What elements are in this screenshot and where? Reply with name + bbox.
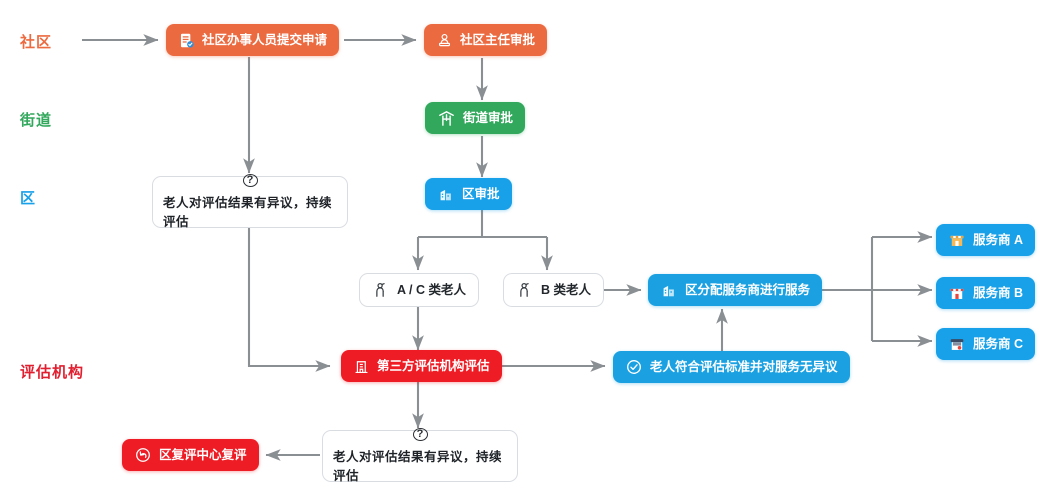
question-icon: ? bbox=[412, 428, 428, 441]
node-review-center[interactable]: 区复评中心复评 bbox=[122, 439, 259, 471]
node-label: A / C 类老人 bbox=[397, 282, 466, 297]
node-provider-b[interactable]: 服务商 B bbox=[936, 277, 1036, 309]
node-label: 区分配服务商进行服务 bbox=[685, 282, 811, 297]
node-assign-service-provider[interactable]: 区分配服务商进行服务 bbox=[648, 274, 823, 306]
elderly-icon bbox=[516, 281, 534, 299]
note-objection-top: ? 老人对评估结果有异议，持续评估 bbox=[152, 174, 348, 229]
lane-label-street: 街道 bbox=[20, 112, 53, 129]
note-objection-bottom: ? 老人对评估结果有异议，持续评估 bbox=[322, 428, 518, 483]
node-elder-category-ac[interactable]: A / C 类老人 bbox=[359, 273, 479, 307]
node-label: 街道审批 bbox=[463, 110, 514, 125]
node-director-approval[interactable]: 社区主任审批 bbox=[424, 24, 548, 56]
node-district-approval[interactable]: 区审批 bbox=[425, 178, 512, 210]
node-label: 第三方评估机构评估 bbox=[377, 358, 490, 373]
node-label: 区复评中心复评 bbox=[159, 447, 247, 462]
stamp-icon bbox=[436, 32, 453, 49]
node-elder-qualified[interactable]: 老人符合评估标准并对服务无异议 bbox=[613, 351, 850, 383]
building-icon bbox=[437, 185, 455, 203]
node-label: 区审批 bbox=[462, 186, 500, 201]
node-label: 老人符合评估标准并对服务无异议 bbox=[650, 359, 838, 374]
node-label: 社区主任审批 bbox=[460, 32, 536, 47]
lane-label-community: 社区 bbox=[20, 34, 53, 51]
gateway-icon bbox=[437, 109, 456, 128]
node-label: 服务商 C bbox=[973, 336, 1024, 351]
shop-dark-icon bbox=[948, 335, 966, 353]
elderly-icon bbox=[372, 281, 390, 299]
note-text: 老人对评估结果有异议，持续评估 bbox=[163, 196, 333, 229]
node-label: 服务商 A bbox=[973, 232, 1024, 247]
node-label: B 类老人 bbox=[541, 282, 592, 297]
check-circle-icon bbox=[625, 358, 643, 376]
lane-label-assessment-agency: 评估机构 bbox=[20, 364, 85, 381]
node-elder-category-b[interactable]: B 类老人 bbox=[503, 273, 605, 307]
node-provider-a[interactable]: 服务商 A bbox=[936, 224, 1036, 256]
node-label: 社区办事人员提交申请 bbox=[202, 32, 328, 47]
undo-icon bbox=[134, 446, 152, 464]
document-icon bbox=[178, 32, 195, 49]
note-text: 老人对评估结果有异议，持续评估 bbox=[333, 450, 503, 483]
node-third-party-assessment[interactable]: 第三方评估机构评估 bbox=[341, 350, 502, 382]
node-provider-c[interactable]: 服务商 C bbox=[936, 328, 1036, 360]
building-icon bbox=[660, 281, 678, 299]
node-submit-application[interactable]: 社区办事人员提交申请 bbox=[166, 24, 340, 56]
institution-icon bbox=[353, 358, 370, 375]
question-icon: ? bbox=[242, 174, 258, 187]
shop-red-icon bbox=[948, 284, 966, 302]
lane-label-district: 区 bbox=[20, 190, 37, 207]
shop-orange-icon bbox=[948, 231, 966, 249]
node-label: 服务商 B bbox=[973, 285, 1024, 300]
node-street-approval[interactable]: 街道审批 bbox=[425, 102, 526, 134]
